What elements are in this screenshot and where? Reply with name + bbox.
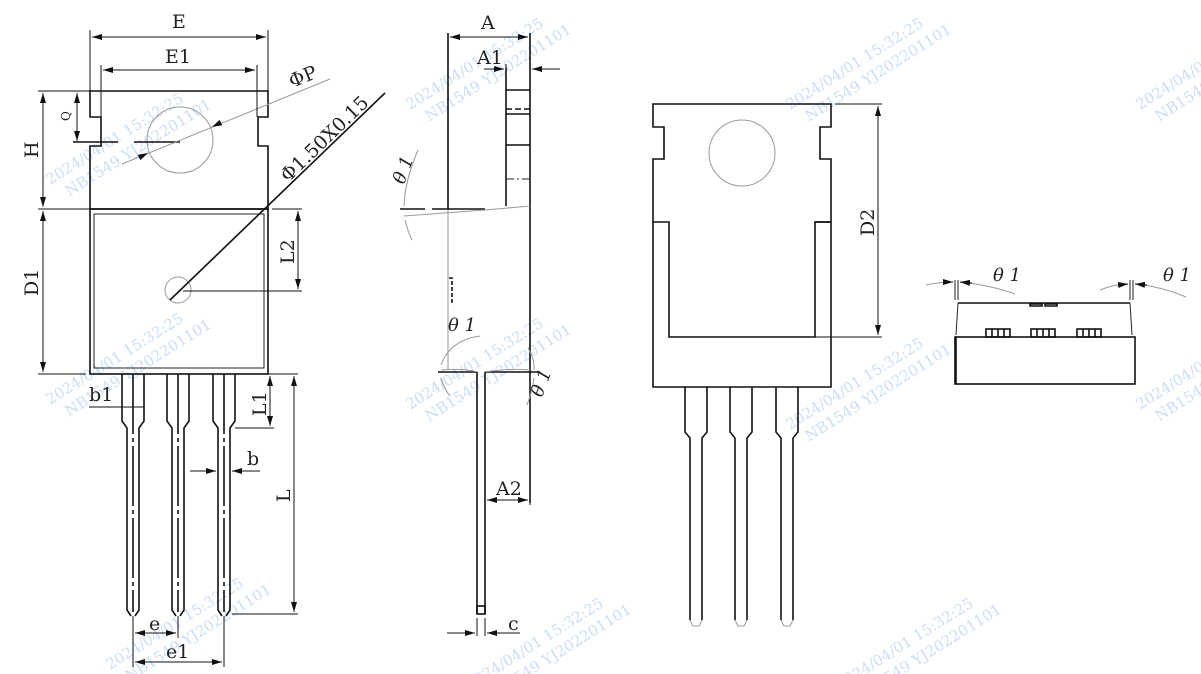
- dim-L1: L1: [249, 391, 271, 416]
- back-view: D2: [652, 103, 882, 627]
- back-leads: [684, 387, 799, 627]
- dim-D1: D1: [21, 269, 43, 296]
- dim-A1: A1: [476, 47, 503, 69]
- dim-A2: A2: [495, 478, 522, 500]
- dim-phi-hole: Φ1.50X0.15: [276, 92, 373, 187]
- ejector-pin: [164, 276, 192, 304]
- dim-E1: E1: [165, 46, 191, 68]
- back-mounting-hole: [708, 119, 776, 187]
- watermarks: 2024/04/01 15:32:25 NB1549 YJ202201101 2…: [43, 14, 1201, 674]
- dim-D2: D2: [857, 209, 879, 236]
- dim-H: H: [21, 141, 43, 158]
- dim-theta-mid: θ 1: [448, 315, 476, 336]
- svg-text:NB1549 YJ202201101: NB1549 YJ202201101: [122, 580, 275, 674]
- dim-phiP: ΦP: [286, 62, 321, 93]
- dim-Q: Q: [59, 111, 73, 121]
- dim-b: b: [247, 448, 259, 470]
- dim-c: c: [508, 613, 519, 635]
- dim-L: L: [273, 489, 295, 502]
- dim-E: E: [172, 11, 186, 33]
- leads: [121, 374, 236, 617]
- end-view: θ 1 θ 1: [925, 265, 1191, 385]
- lead-stubs: [985, 328, 1102, 338]
- dim-theta-right-end: θ 1: [1163, 265, 1191, 286]
- dim-b1: b1: [89, 384, 113, 406]
- mounting-hole: [146, 106, 214, 174]
- dim-e1: e1: [166, 641, 189, 663]
- dim-theta-top: θ 1: [389, 153, 418, 187]
- dim-L2: L2: [277, 239, 299, 264]
- dim-A: A: [480, 12, 495, 34]
- dim-theta-left: θ 1: [993, 265, 1021, 286]
- dim-e: e: [149, 613, 160, 635]
